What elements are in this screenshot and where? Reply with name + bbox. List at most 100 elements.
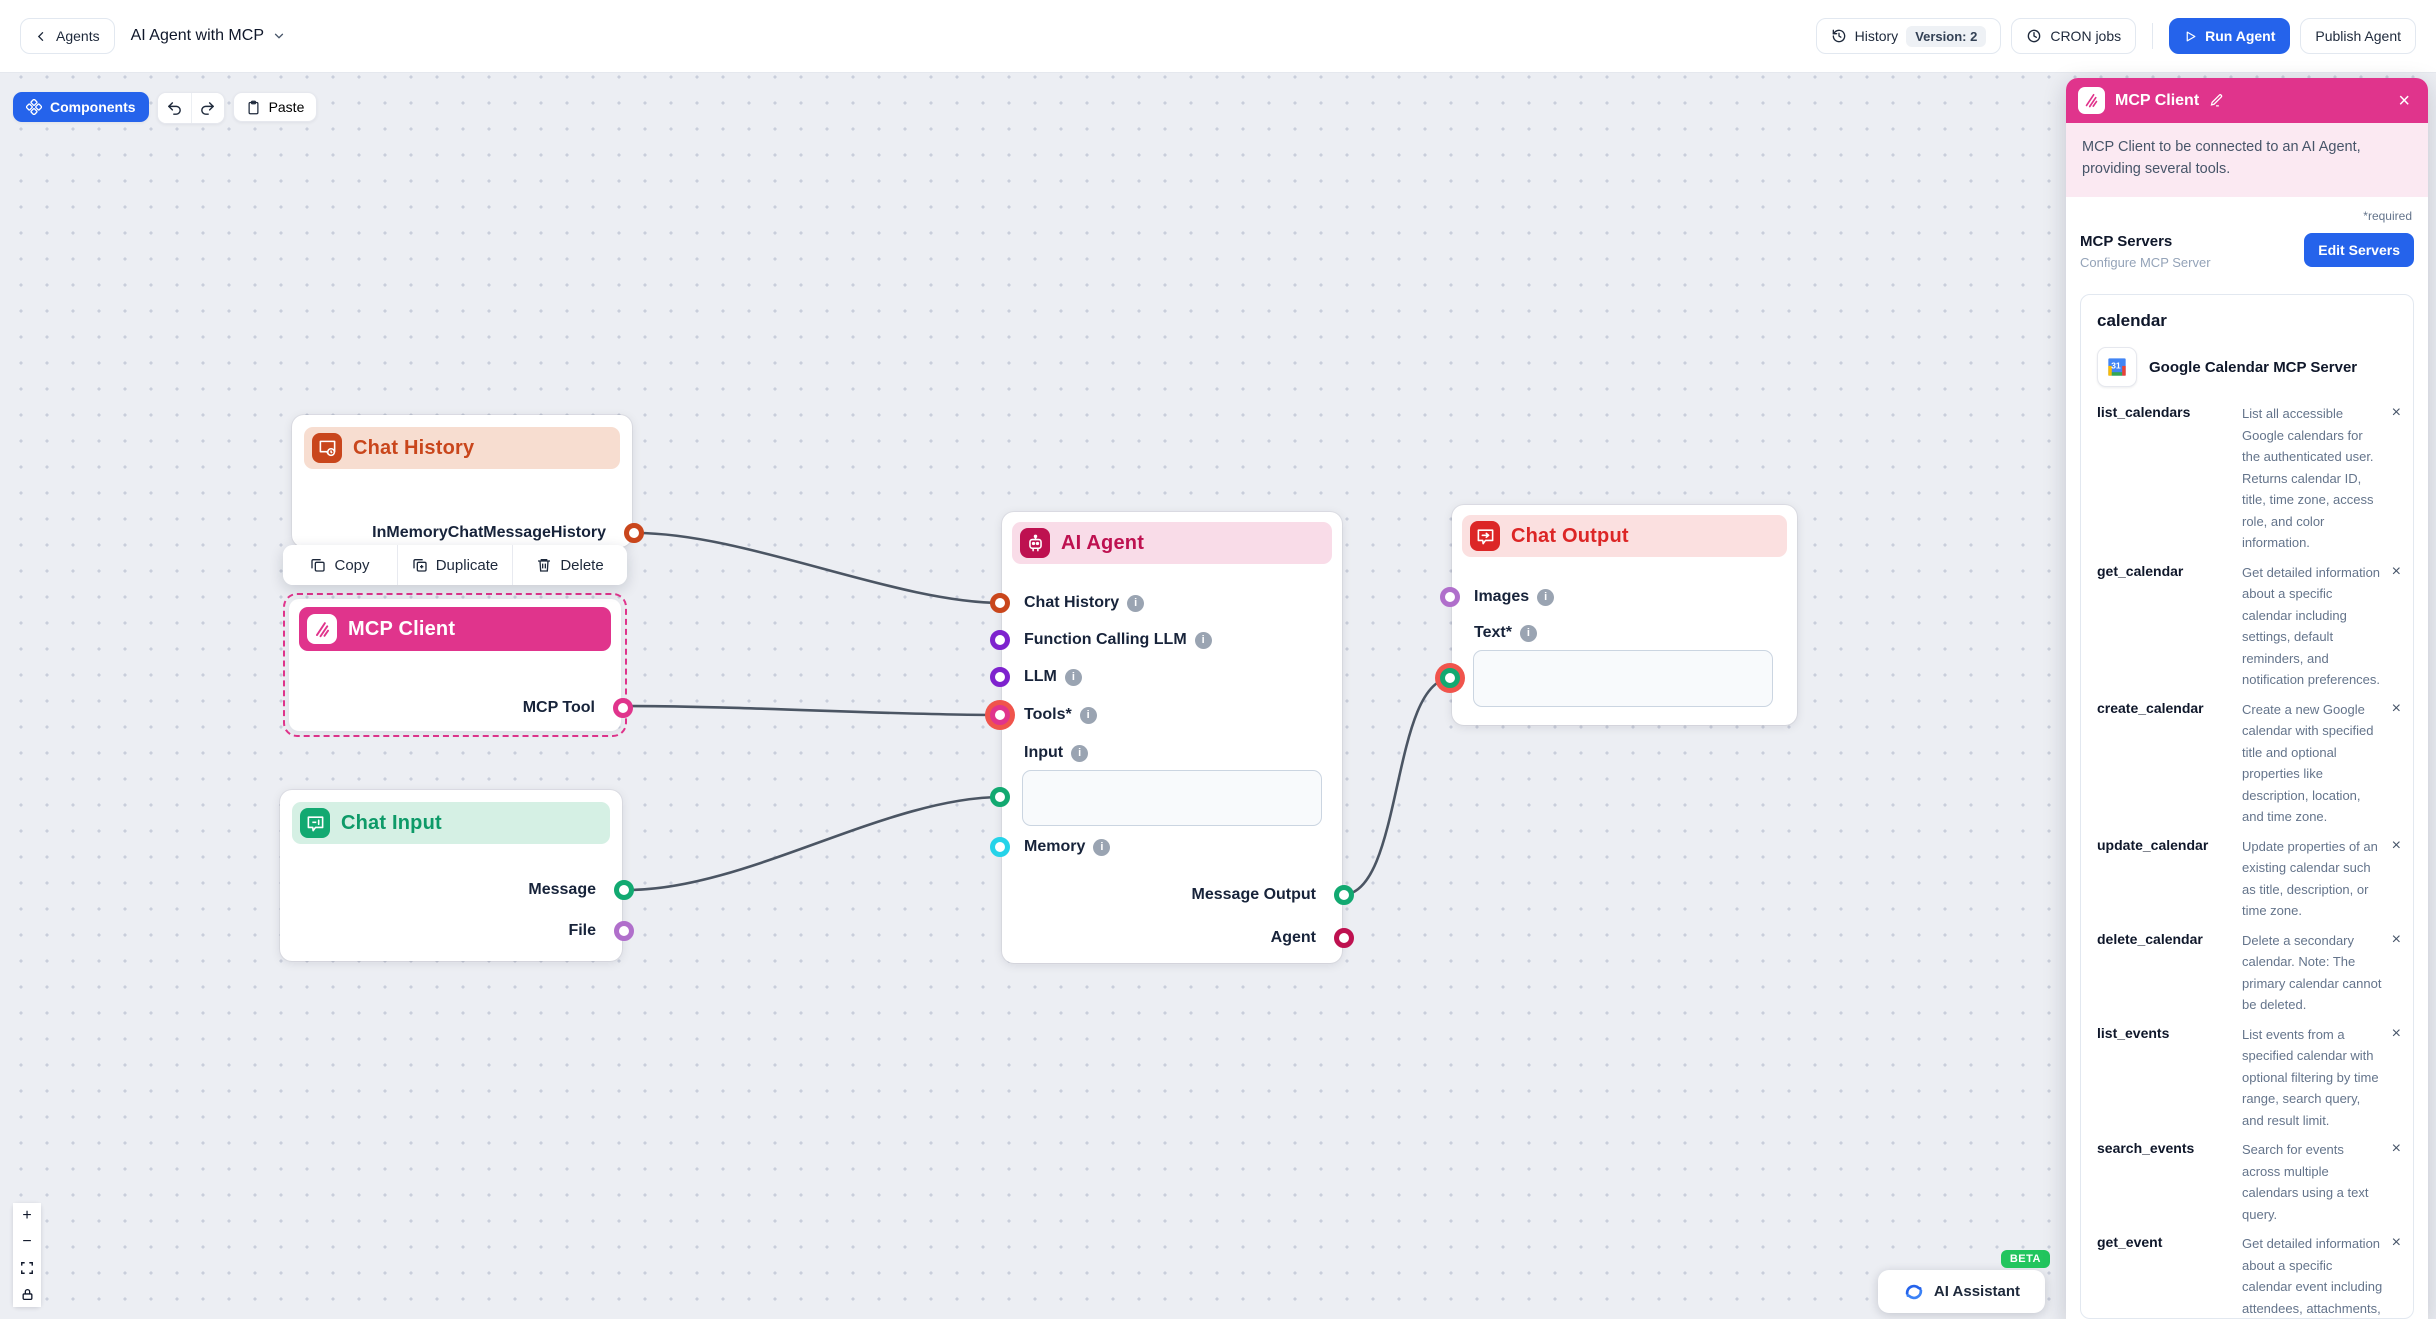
tool-list: list_calendars List all accessible Googl…: [2097, 403, 2403, 1318]
tool-row: update_calendar Update properties of an …: [2097, 836, 2403, 922]
info-icon[interactable]: i: [1071, 744, 1089, 762]
port-file-output[interactable]: [614, 921, 634, 941]
remove-tool-button[interactable]: ×: [2392, 1024, 2403, 1042]
port-inmemory-output[interactable]: [624, 523, 644, 543]
ai-assistant-button[interactable]: BETA AI Assistant: [1878, 1250, 2050, 1313]
port-memory-input[interactable]: [990, 837, 1010, 857]
info-icon[interactable]: i: [1537, 588, 1555, 606]
node-mcp-client[interactable]: MCP Client MCP Tool: [289, 599, 633, 731]
port-message-output[interactable]: [1334, 885, 1354, 905]
panel-body: *required MCP Servers Configure MCP Serv…: [2066, 197, 2428, 1319]
tool-name: get_calendar: [2097, 562, 2184, 579]
remove-tool-button[interactable]: ×: [2392, 1139, 2403, 1157]
edge-chathistory-to-agent[interactable]: [635, 531, 1003, 605]
info-icon[interactable]: i: [1194, 631, 1212, 649]
tool-name: search_events: [2097, 1140, 2195, 1156]
server-name: Google Calendar MCP Server: [2149, 358, 2358, 376]
lock-button[interactable]: [13, 1281, 41, 1307]
play-icon: [2184, 30, 2197, 43]
port-function-calling-llm-input[interactable]: [990, 630, 1010, 650]
input-row: Input i: [1024, 738, 1089, 768]
edge-msgoutput-to-text[interactable]: [1341, 676, 1453, 897]
port-message-output[interactable]: [614, 880, 634, 900]
flow-title[interactable]: AI Agent with MCP: [131, 27, 286, 45]
node-chat-history[interactable]: Chat History InMemoryChatMessageHistory: [292, 415, 644, 547]
duplicate-button[interactable]: Duplicate: [397, 545, 512, 585]
input-label: Tools*: [1024, 706, 1072, 723]
node-chat-input-header[interactable]: Chat Input: [292, 802, 610, 844]
copy-icon: [310, 557, 326, 573]
node-ai-agent-header[interactable]: AI Agent: [1012, 522, 1332, 564]
input-label: Text*: [1474, 624, 1512, 641]
port-mcp-tool-output[interactable]: [613, 698, 633, 718]
port-llm-input[interactable]: [990, 667, 1010, 687]
port-agent-output[interactable]: [1334, 928, 1354, 948]
run-agent-button[interactable]: Run Agent: [2169, 18, 2291, 54]
edit-servers-button[interactable]: Edit Servers: [2304, 233, 2414, 267]
remove-tool-button[interactable]: ×: [2392, 699, 2403, 717]
port-tools-input[interactable]: [985, 700, 1015, 730]
node-mcp-client-header[interactable]: MCP Client: [299, 607, 611, 651]
remove-tool-button[interactable]: ×: [2392, 930, 2403, 948]
input-label: LLM: [1024, 668, 1057, 685]
info-icon[interactable]: i: [1093, 838, 1111, 856]
paste-button[interactable]: Paste: [232, 92, 318, 122]
cron-jobs-button[interactable]: CRON jobs: [2011, 18, 2137, 54]
edge-mcptool-to-tools[interactable]: [625, 704, 1003, 717]
copy-button[interactable]: Copy: [283, 545, 397, 585]
info-icon[interactable]: i: [1519, 624, 1537, 642]
close-icon: ×: [2391, 699, 2401, 717]
close-icon: ×: [2391, 1024, 2401, 1042]
node-chat-history-header[interactable]: Chat History: [304, 427, 620, 469]
components-button[interactable]: Components: [13, 92, 149, 122]
input-label: Memory: [1024, 838, 1086, 855]
zoom-in-button[interactable]: +: [13, 1203, 41, 1229]
undo-button[interactable]: [157, 93, 191, 123]
remove-tool-button[interactable]: ×: [2392, 836, 2403, 854]
text-input-field[interactable]: [1473, 650, 1773, 707]
node-chat-input[interactable]: Chat Input Message File: [280, 790, 634, 961]
port-text-input[interactable]: [1435, 663, 1465, 693]
info-icon[interactable]: i: [1079, 706, 1097, 724]
edit-name-icon[interactable]: [2209, 93, 2224, 108]
back-to-agents-button[interactable]: Agents: [20, 18, 115, 54]
mcp-servers-label: MCP Servers: [2080, 233, 2173, 250]
node-mcp-client-selection: MCP Client MCP Tool: [283, 593, 633, 737]
tool-row: list_events List events from a specified…: [2097, 1024, 2403, 1132]
agent-input-field[interactable]: [1022, 770, 1322, 826]
node-title: MCP Client: [348, 617, 456, 640]
info-icon[interactable]: i: [1064, 668, 1082, 686]
publish-agent-button[interactable]: Publish Agent: [2300, 18, 2416, 54]
close-icon: ×: [2391, 930, 2401, 948]
node-chat-output[interactable]: Chat Output Images i Text* i: [1435, 505, 1797, 725]
zoom-out-button[interactable]: −: [13, 1229, 41, 1255]
fit-view-button[interactable]: [13, 1255, 41, 1281]
node-chat-output-header[interactable]: Chat Output: [1462, 515, 1787, 557]
close-panel-button[interactable]: ×: [2392, 90, 2416, 112]
panel-title: MCP Client: [2115, 91, 2200, 109]
remove-tool-button[interactable]: ×: [2392, 1233, 2403, 1251]
delete-button[interactable]: Delete: [512, 545, 627, 585]
paste-label: Paste: [268, 99, 305, 115]
node-ai-agent[interactable]: AI Agent Chat History i Function Calling…: [985, 512, 1354, 963]
mcp-icon: [307, 614, 337, 644]
close-icon: ×: [2391, 404, 2401, 421]
port-chat-history-input[interactable]: [990, 593, 1010, 613]
port-images-input[interactable]: [1440, 587, 1460, 607]
clipboard-icon: [246, 100, 261, 115]
chevron-left-icon: [35, 30, 48, 43]
output-label: MCP Tool: [522, 699, 595, 716]
info-icon[interactable]: i: [1127, 594, 1145, 612]
edge-message-to-input[interactable]: [626, 795, 1003, 892]
remove-tool-button[interactable]: ×: [2392, 562, 2403, 580]
back-label: Agents: [56, 28, 100, 44]
redo-button[interactable]: [190, 93, 224, 123]
port-input[interactable]: [990, 787, 1010, 807]
output-label: Message: [528, 881, 596, 898]
node-context-menu: Copy Duplicate Delete: [283, 545, 627, 585]
history-button[interactable]: History Version: 2: [1815, 18, 2002, 54]
remove-tool-button[interactable]: ×: [2392, 403, 2403, 421]
